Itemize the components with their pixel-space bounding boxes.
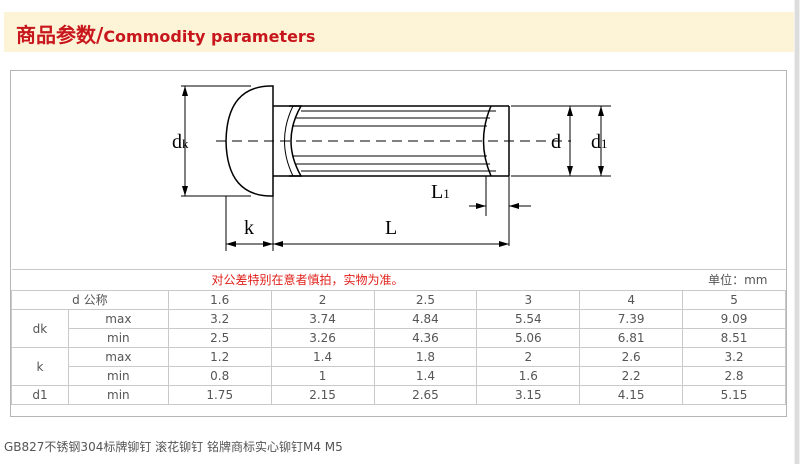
table-cell: 2.6 — [579, 347, 684, 367]
table-cell: 1.4 — [270, 347, 375, 367]
table-cell: 3.26 — [270, 328, 375, 348]
nominal-d-header: d 公称 — [11, 290, 169, 310]
table-cell: 5.06 — [476, 328, 581, 348]
table-row: dk max 3.2 3.74 4.84 5.54 7.39 9.09 — [11, 309, 786, 348]
row-sub-label: max — [67, 309, 169, 329]
l1-label: L1 — [431, 181, 450, 203]
k-label: k — [244, 217, 254, 239]
row-sub-label: min — [67, 385, 169, 405]
table-cell: 1.8 — [373, 347, 478, 367]
shank-outline — [289, 105, 509, 177]
table-cell: 3.74 — [270, 309, 375, 329]
table-cell: 3.2 — [682, 347, 786, 367]
row-sub-label: min — [67, 366, 169, 386]
table-cell: 2.2 — [579, 366, 684, 386]
notice-row: 对公差特别在意者慎拍，实物为准。 单位：mm — [11, 269, 786, 291]
row-group-label: k — [11, 347, 69, 386]
title-english: Commodity parameters — [103, 27, 316, 46]
table-cell: 1.75 — [167, 385, 272, 405]
vertical-scrollbar[interactable] — [794, 0, 800, 464]
table-cell: 2.15 — [270, 385, 375, 405]
title-chinese: 商品参数/ — [16, 23, 104, 47]
section-title: 商品参数/Commodity parameters — [16, 19, 315, 48]
column-header: 3 — [476, 290, 581, 310]
dk-label: dk — [172, 131, 189, 153]
table-cell: 8.51 — [682, 328, 786, 348]
table-cell: 1.2 — [167, 347, 272, 367]
table-header-row: d 公称 1.6 2 2.5 3 4 5 — [11, 290, 786, 310]
table-cell: 5.15 — [682, 385, 786, 405]
column-header: 4 — [579, 290, 684, 310]
table-cell: 2 — [476, 347, 581, 367]
table-cell: 9.09 — [682, 309, 786, 329]
table-cell: 6.81 — [579, 328, 684, 348]
row-group-label: d1 — [11, 385, 69, 405]
table-cell: 4.36 — [373, 328, 478, 348]
product-caption: GB827不锈钢304标牌铆钉 滚花铆钉 铭牌商标实心铆钉M4 M5 — [4, 440, 343, 454]
table-row: k max 1.2 1.4 1.8 2 2.6 3.2 — [11, 347, 786, 386]
column-header: 1.6 — [167, 290, 272, 310]
table-cell: 1.4 — [373, 366, 478, 386]
row-group-label: dk — [11, 309, 69, 348]
unit-label: 单位：mm — [579, 269, 786, 291]
section-header: 商品参数/Commodity parameters — [0, 0, 794, 61]
table-cell: 7.39 — [579, 309, 684, 329]
table-cell: 2.65 — [373, 385, 478, 405]
rivet-diagram: dk d d1 L1 — [11, 71, 786, 269]
column-header: 2.5 — [373, 290, 478, 310]
l-label: L — [385, 217, 397, 239]
table-cell: 2.5 — [167, 328, 272, 348]
parameter-panel: dk d d1 L1 — [10, 70, 787, 417]
rivet-head — [225, 85, 274, 197]
table-cell: 4.84 — [373, 309, 478, 329]
header-band — [4, 12, 794, 52]
row-sub-label: min — [67, 328, 169, 348]
spec-table: 对公差特别在意者慎拍，实物为准。 单位：mm d 公称 1.6 2 2.5 3 … — [11, 269, 786, 405]
table-cell: 1.6 — [476, 366, 581, 386]
shank-neck — [273, 105, 303, 177]
table-row: d1 min 1.75 2.15 2.65 3.15 4.15 5.15 — [11, 385, 786, 405]
table-cell: 0.8 — [167, 366, 272, 386]
column-header: 5 — [682, 290, 786, 310]
d-label: d — [551, 131, 561, 153]
tolerance-notice: 对公差特别在意者慎拍，实物为准。 — [11, 269, 580, 291]
table-cell: 1 — [270, 366, 375, 386]
table-row: min 0.8 1 1.4 1.6 2.2 2.8 — [12, 366, 786, 386]
column-header: 2 — [270, 290, 375, 310]
d1-label: d1 — [591, 131, 608, 153]
knurl-lines — [292, 110, 496, 172]
row-sub-label: max — [67, 347, 169, 367]
table-cell: 2.8 — [682, 366, 786, 386]
table-cell: 3.15 — [476, 385, 581, 405]
table-row: min 2.5 3.26 4.36 5.06 6.81 8.51 — [12, 328, 786, 348]
table-cell: 3.2 — [167, 309, 272, 329]
table-cell: 4.15 — [579, 385, 684, 405]
scrollbar-thumb[interactable] — [795, 0, 799, 464]
table-cell: 5.54 — [476, 309, 581, 329]
